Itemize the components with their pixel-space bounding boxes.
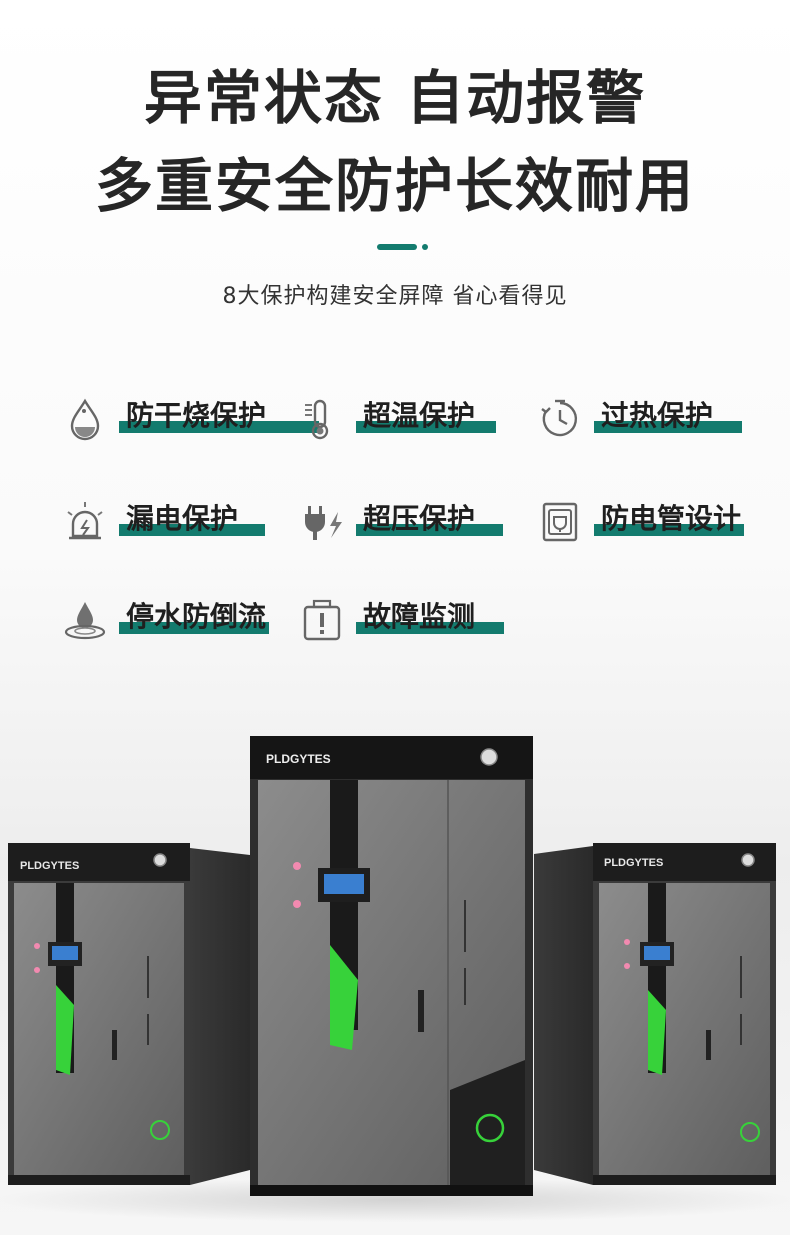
feature-label: 超压保护: [363, 502, 476, 535]
feature-label: 防电管设计: [601, 502, 742, 535]
cabinet-right: PLDGYTES: [534, 843, 776, 1185]
plug-lightning-icon: [300, 500, 344, 544]
headline-line-1: 异常状态 自动报警: [143, 64, 647, 132]
water-drop-icon: [63, 397, 107, 441]
water-ripple-icon: [63, 598, 107, 642]
subtitle: 8大保护构建安全屏障 省心看得见: [222, 284, 568, 309]
cabinet-center: PLDGYTES: [250, 736, 533, 1196]
power-socket-icon: [538, 500, 582, 544]
brand-logo-left: PLDGYTES: [20, 860, 79, 872]
feature-label: 防干烧保护: [126, 399, 267, 432]
cabinet-left: PLDGYTES: [8, 843, 250, 1185]
feature-label: 故障监测: [363, 600, 476, 633]
feature-label: 停水防倒流: [126, 600, 267, 633]
timer-icon: [538, 397, 582, 441]
thermometer-icon: [300, 397, 344, 441]
feature-label: 过热保护: [601, 399, 714, 432]
feature-label: 漏电保护: [126, 502, 239, 535]
title-divider: [377, 243, 429, 251]
product-illustration: PLDGYTES PLDGYTES: [0, 730, 790, 1235]
alarm-light-icon: [63, 500, 107, 544]
headline-line-2: 多重安全防护长效耐用: [94, 152, 695, 220]
brand-logo-center: PLDGYTES: [266, 752, 331, 766]
feature-label: 超温保护: [363, 399, 476, 432]
fault-warning-icon: [300, 598, 344, 642]
brand-logo-right: PLDGYTES: [604, 857, 663, 869]
